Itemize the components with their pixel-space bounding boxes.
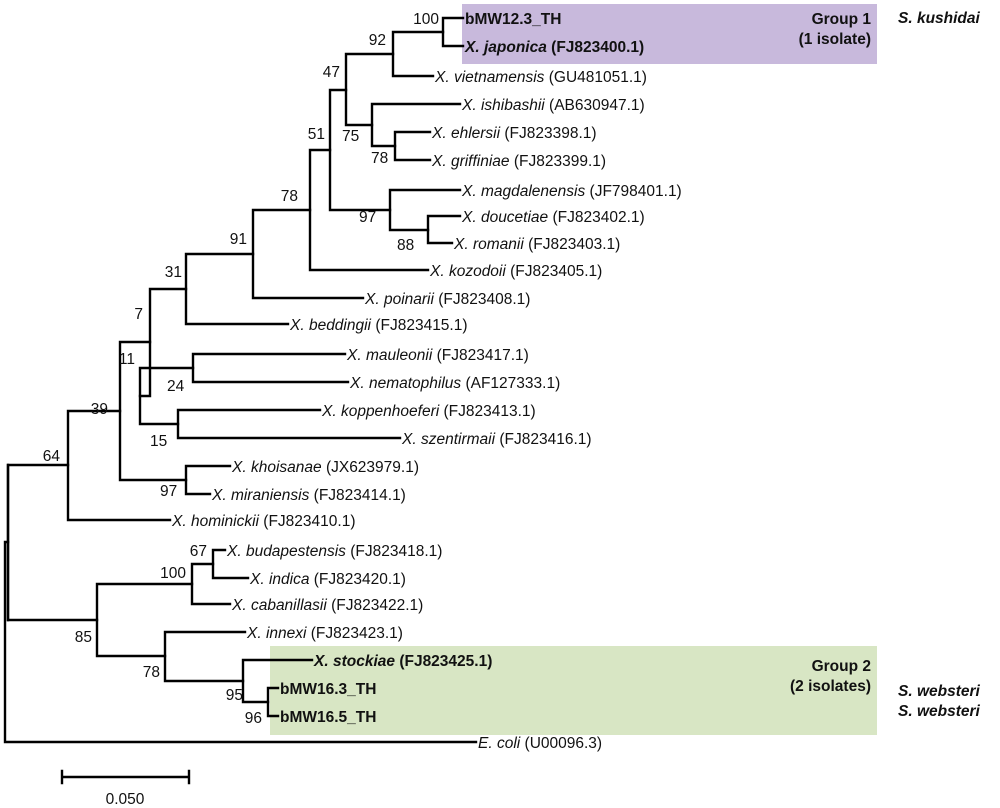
taxon-label: X. magdalenensis (JF798401.1) (461, 183, 682, 200)
scale-bar-label: 0.050 (106, 791, 145, 808)
taxon-label: X. hominickii (FJ823410.1) (171, 513, 356, 530)
tree-branches (3, 16, 478, 785)
bootstrap-value: 75 (342, 128, 359, 145)
group-1-title: Group 1 (812, 11, 872, 28)
taxon-label: X. nematophilus (AF127333.1) (349, 375, 560, 392)
bootstrap-value: 88 (397, 237, 414, 254)
taxon-label: X. kozodoii (FJ823405.1) (429, 263, 602, 280)
taxon-labels: bMW12.3_TH X. japonica (FJ823400.1) X. v… (171, 11, 682, 752)
bootstrap-values: 100 92 47 75 78 51 97 88 78 91 31 7 11 2… (43, 11, 440, 727)
taxon-label: X. ishibashii (AB630947.1) (461, 97, 645, 114)
taxon-label: X. cabanillasii (FJ823422.1) (231, 597, 423, 614)
bootstrap-value: 100 (160, 565, 186, 582)
taxon-label: X. vietnamensis (GU481051.1) (434, 69, 647, 86)
bootstrap-value: 95 (226, 687, 243, 704)
taxon-label: X. mauleonii (FJ823417.1) (346, 347, 529, 364)
bootstrap-value: 100 (413, 11, 439, 28)
bootstrap-value: 7 (134, 306, 143, 323)
host-labels: S. kushidai S. websteri S. websteri (898, 10, 981, 720)
group-1-subtitle: (1 isolate) (799, 31, 871, 48)
group-1-box (462, 4, 877, 64)
taxon-label: X. innexi (FJ823423.1) (246, 625, 403, 642)
taxon-label: X. khoisanae (JX623979.1) (231, 459, 419, 476)
bootstrap-value: 15 (150, 433, 167, 450)
taxon-label: bMW12.3_TH (465, 11, 561, 28)
taxon-label: X. koppenhoeferi (FJ823413.1) (321, 403, 536, 420)
bootstrap-value: 31 (165, 264, 182, 281)
taxon-label: X. stockiae (FJ823425.1) (313, 653, 492, 670)
bootstrap-value: 67 (190, 543, 207, 560)
bootstrap-value: 78 (371, 150, 388, 167)
bootstrap-value: 85 (75, 629, 92, 646)
taxon-label: bMW16.3_TH (280, 681, 376, 698)
bootstrap-value: 11 (119, 351, 135, 368)
bootstrap-value: 78 (281, 188, 298, 205)
taxon-label: X. miraniensis (FJ823414.1) (211, 487, 406, 504)
taxon-label: X. szentirmaii (FJ823416.1) (401, 431, 592, 448)
bootstrap-value: 64 (43, 448, 61, 465)
taxon-label: X. japonica (FJ823400.1) (464, 39, 644, 56)
taxon-label: X. beddingii (FJ823415.1) (289, 317, 468, 334)
taxon-label: X. budapestensis (FJ823418.1) (226, 543, 442, 560)
bootstrap-value: 96 (245, 710, 262, 727)
group-2-title: Group 2 (812, 658, 871, 675)
bootstrap-value: 51 (308, 126, 325, 143)
host-label: S. websteri (898, 683, 981, 700)
host-label: S. kushidai (898, 10, 981, 27)
taxon-label: X. griffiniae (FJ823399.1) (431, 153, 606, 170)
group-2-subtitle: (2 isolates) (790, 678, 871, 695)
host-label: S. websteri (898, 703, 981, 720)
bootstrap-value: 97 (359, 209, 376, 226)
group-labels: Group 1 (1 isolate) Group 2 (2 isolates) (790, 11, 871, 695)
taxon-label: X. ehlersii (FJ823398.1) (431, 125, 597, 142)
taxon-label: X. doucetiae (FJ823402.1) (461, 209, 645, 226)
bootstrap-value: 24 (167, 378, 185, 395)
taxon-label: X. romanii (FJ823403.1) (453, 236, 620, 253)
bootstrap-value: 39 (91, 401, 108, 418)
bootstrap-value: 92 (369, 32, 386, 49)
bootstrap-value: 97 (160, 483, 177, 500)
bootstrap-value: 91 (230, 231, 247, 248)
bootstrap-value: 78 (143, 664, 160, 681)
taxon-label: X. poinarii (FJ823408.1) (364, 291, 530, 308)
group-2-box (270, 646, 877, 735)
taxon-label: E. coli (U00096.3) (478, 735, 602, 752)
taxon-label: X. indica (FJ823420.1) (249, 571, 406, 588)
taxon-label: bMW16.5_TH (280, 709, 376, 726)
bootstrap-value: 47 (323, 64, 340, 81)
